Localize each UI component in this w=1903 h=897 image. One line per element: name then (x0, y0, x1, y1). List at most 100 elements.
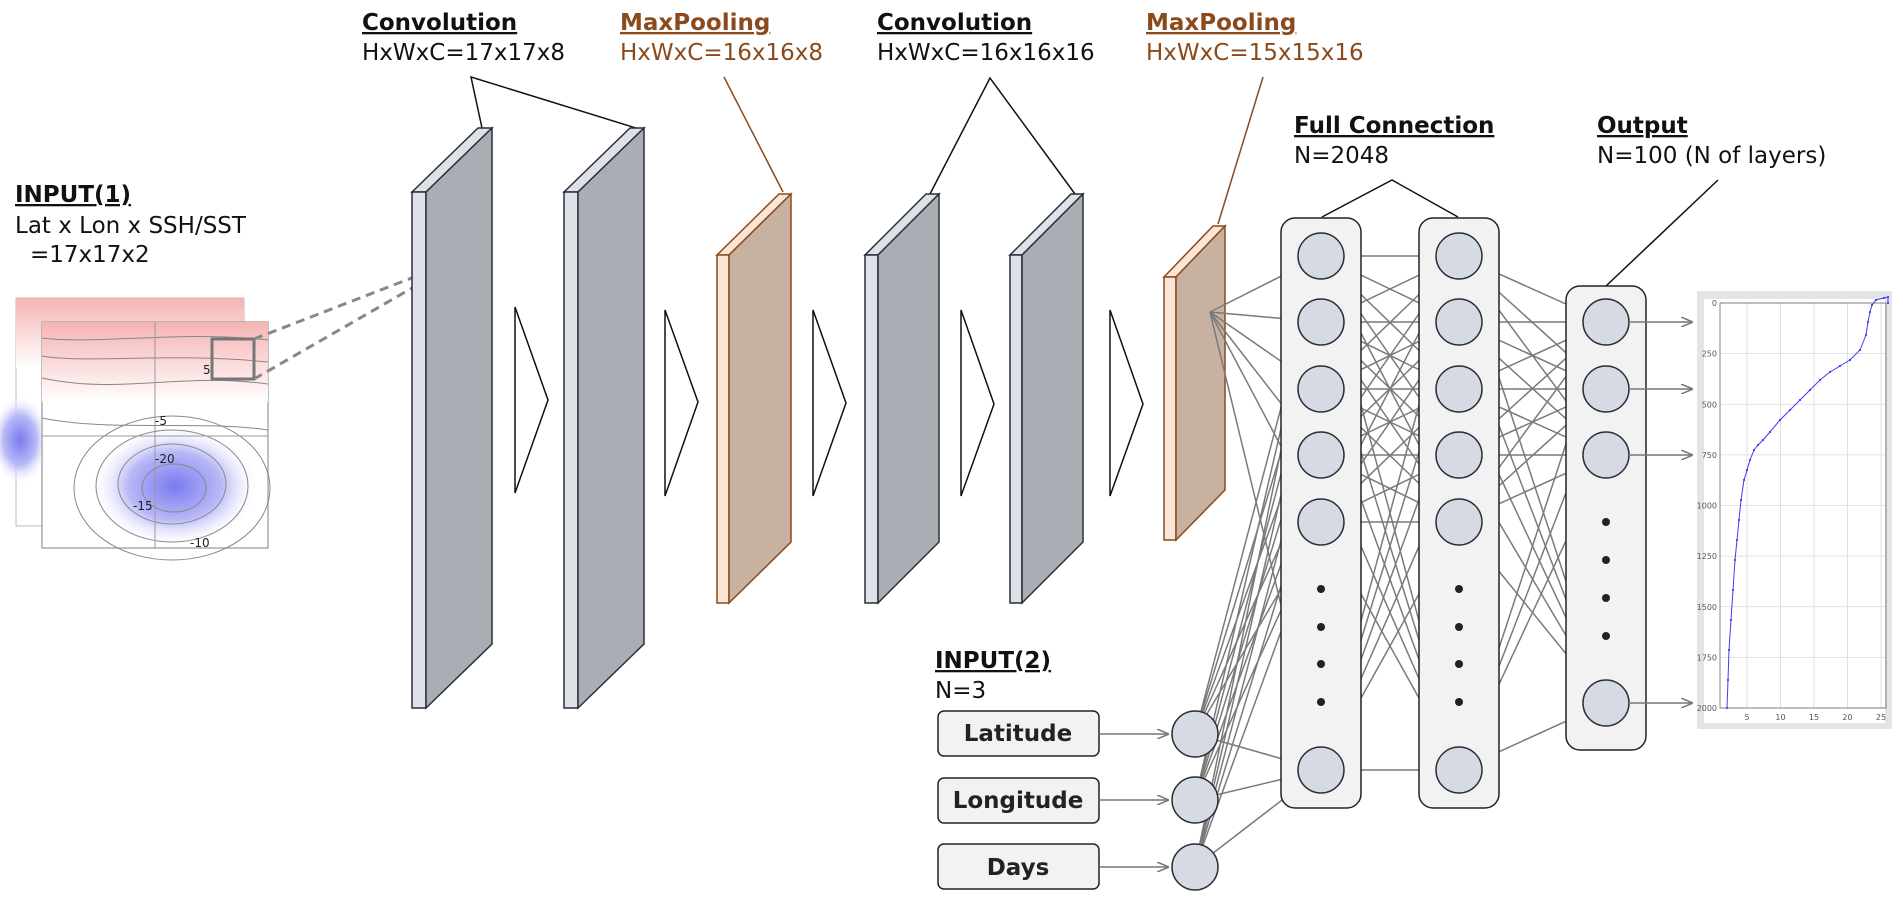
fc-connections (1194, 255, 1607, 868)
profile-point (1838, 364, 1842, 368)
output-neuron (1582, 365, 1630, 413)
input1-dims: Lat x Lon x SSH/SST (15, 213, 247, 239)
pool2-label: MaxPooling HxWxC=15x15x16 (1146, 10, 1364, 225)
projection-line (253, 265, 441, 341)
plot-y-tick: 2000 (1697, 704, 1717, 713)
conv1-shape: HxWxC=17x17x8 (362, 40, 565, 66)
plot-y-tick: 250 (1702, 350, 1717, 359)
input2-label: INPUT(2) N=3 (935, 648, 1051, 704)
output-neuron (1582, 431, 1630, 479)
profile-point (1733, 558, 1737, 562)
profile-point (1848, 358, 1852, 362)
profile-point (1858, 348, 1862, 352)
profile-point (1882, 296, 1886, 300)
conv2-label: Convolution HxWxC=16x16x16 (877, 10, 1095, 195)
output-label: Output N=100 (N of layers) (1597, 113, 1826, 287)
input2-neuron (1171, 710, 1219, 758)
profile-point (1828, 370, 1832, 374)
pool1-label: MaxPooling HxWxC=16x16x8 (620, 10, 823, 193)
profile-point (1864, 333, 1868, 337)
conv1-feature-map-a (410, 126, 494, 710)
profile-point (1756, 443, 1760, 447)
pool1-feature-map (715, 192, 793, 605)
input1-size: =17x17x2 (30, 242, 150, 268)
pool2-title: MaxPooling (1146, 10, 1296, 36)
flow-arrow (514, 306, 549, 494)
flow-arrow (812, 309, 847, 497)
plot-x-tick: 25 (1876, 713, 1886, 722)
flow-arrows (514, 306, 1144, 497)
profile-point (1886, 301, 1890, 305)
fc-title: Full Connection (1294, 113, 1494, 139)
conv2-title: Convolution (877, 10, 1032, 36)
profile-point (1818, 378, 1822, 382)
conv2-feature-map-a (863, 192, 941, 605)
fc1-neuron (1297, 298, 1345, 346)
output-neuron (1582, 298, 1630, 346)
days-label: Days (987, 855, 1050, 881)
flow-arrow (1109, 309, 1144, 497)
profile-point (1778, 418, 1782, 422)
profile-point (1886, 295, 1890, 299)
plot-y-tick: 1500 (1697, 603, 1717, 612)
fc1-neuron (1297, 431, 1345, 479)
profile-point (1868, 310, 1872, 314)
fc-label: Full Connection N=2048 (1294, 113, 1494, 218)
contour-label: -15 (133, 499, 153, 513)
latitude-label: Latitude (964, 721, 1073, 747)
plot-y-tick: 500 (1702, 400, 1717, 409)
input2-title: INPUT(2) (935, 648, 1051, 674)
input2-longitude: Longitude (937, 777, 1168, 824)
plot-x-tick: 5 (1744, 713, 1749, 722)
receptive-field-box (210, 337, 256, 381)
pool1-shape: HxWxC=16x16x8 (620, 40, 823, 66)
profile-point (1742, 478, 1746, 482)
fc2-neuron (1435, 298, 1483, 346)
contour-label: -5 (155, 414, 167, 428)
input2-neuron (1171, 843, 1219, 891)
fc2-neuron (1435, 431, 1483, 479)
plot-y-tick: 1750 (1697, 653, 1717, 662)
profile-point (1788, 408, 1792, 412)
input2-days: Days (937, 843, 1168, 890)
plot-y-tick: 1000 (1697, 502, 1717, 511)
plot-grid (1719, 302, 1887, 709)
contour-label: -20 (155, 452, 175, 466)
profile-point (1731, 588, 1735, 592)
input2-n: N=3 (935, 678, 986, 704)
profile-point (1748, 458, 1752, 462)
profile-point (1745, 468, 1749, 472)
input1-title: INPUT(1) (15, 182, 131, 208)
output-title: Output (1597, 113, 1688, 139)
profile-point (1874, 298, 1878, 302)
plot-x-tick: 20 (1842, 713, 1852, 722)
profile-point (1761, 438, 1765, 442)
profile-point (1798, 398, 1802, 402)
pool2-shape: HxWxC=15x15x16 (1146, 40, 1364, 66)
plot-y-tick: 1250 (1697, 552, 1717, 561)
profile-point (1752, 448, 1756, 452)
profile-point (1866, 320, 1870, 324)
longitude-label: Longitude (953, 788, 1084, 814)
plot-x-tick: 10 (1775, 713, 1785, 722)
ellipsis-dots (1317, 518, 1610, 706)
output-n: N=100 (N of layers) (1597, 143, 1826, 169)
profile-point (1729, 618, 1733, 622)
fc2-neuron (1435, 498, 1483, 546)
plot-y-tick: 0 (1712, 299, 1717, 308)
profile-point (1727, 648, 1731, 652)
projection-line (253, 270, 441, 381)
fc2-neuron (1435, 232, 1483, 280)
fc1-neuron (1297, 365, 1345, 413)
plot-y-tick: 750 (1702, 451, 1717, 460)
input1-map-front: 5 -5 -20 -15 -10 (41, 321, 271, 561)
conv1-label: Convolution HxWxC=17x17x8 (362, 10, 637, 129)
input2-neuron (1171, 776, 1219, 824)
flow-arrow (664, 309, 699, 497)
conv2-shape: HxWxC=16x16x16 (877, 40, 1095, 66)
fc-nodes (1171, 232, 1630, 891)
profile-point (1739, 498, 1743, 502)
